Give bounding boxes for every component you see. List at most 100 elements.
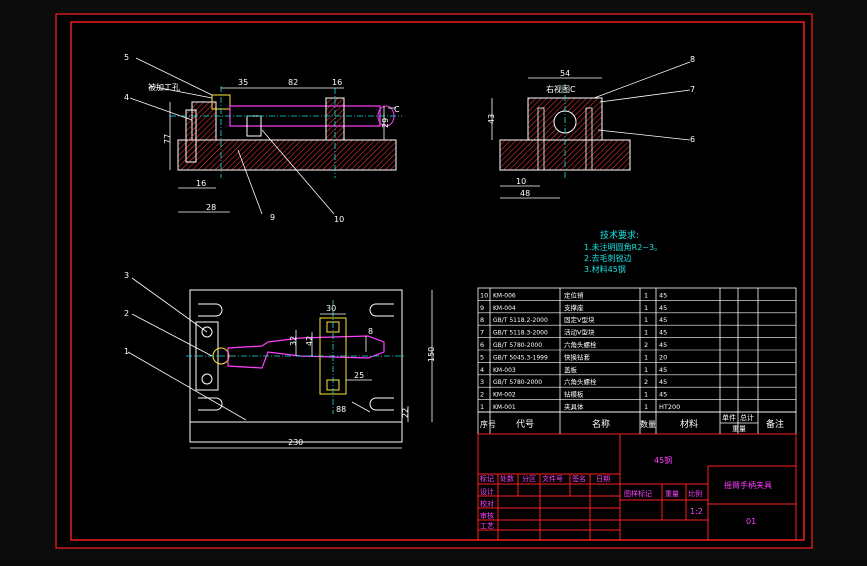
top-slot-br	[369, 397, 394, 411]
title-label-date: 日期	[596, 475, 610, 483]
inner-border	[70, 21, 805, 541]
title-drawing-name: 摇臂手柄夹具	[724, 480, 772, 490]
title-label-doc: 文件号	[542, 474, 563, 483]
front-dim-16-bottom: 16	[196, 179, 206, 188]
bom-cell-no: 5	[480, 353, 484, 361]
front-dim-35: 35	[238, 78, 248, 87]
title-block: 45钢 摇臂手柄夹具 标记 处数 分区 文件号 签名 日期 设计 校对 审核 工…	[477, 433, 797, 541]
bom-cell-qty: 1	[644, 391, 648, 399]
bom-header-no: 序号	[480, 419, 496, 429]
title-stage-label: 图样标记	[624, 489, 652, 498]
side-dim-43: 43	[487, 114, 496, 124]
bom-header-unit: 单件	[722, 413, 736, 422]
bom-cell-no: 7	[480, 329, 484, 337]
title-label-mark: 标记	[480, 474, 494, 483]
bom-cell-qty: 1	[644, 353, 648, 361]
sheet-background	[56, 14, 812, 548]
side-callout-8: 8	[690, 55, 695, 64]
front-base-plate	[177, 139, 397, 171]
top-slot-tl	[198, 303, 223, 317]
bom-cell-qty: 2	[644, 341, 648, 349]
title-label-zone: 分区	[522, 474, 536, 483]
title-role-review: 审核	[480, 511, 494, 520]
bom-header-material: 材料	[680, 418, 698, 430]
top-dim-22: 22	[401, 408, 410, 418]
side-dim-54: 54	[560, 69, 570, 78]
bom-cell-qty: 1	[644, 403, 648, 411]
bom-cell-material: 45	[659, 366, 667, 374]
front-callout-4: 4	[124, 93, 129, 102]
bom-cell-code: GB/T 5045.3-1999	[493, 354, 548, 361]
top-dim-230: 230	[288, 438, 303, 447]
bom-cell-no: 9	[480, 304, 484, 312]
bom-cell-no: 10	[480, 291, 488, 299]
bom-cell-no: 3	[480, 378, 484, 386]
bom-cell-material: 45	[659, 378, 667, 386]
bom-cell-no: 4	[480, 366, 484, 374]
front-dim-77: 77	[163, 134, 172, 144]
bom-cell-qty: 1	[644, 329, 648, 337]
bom-cell-no: 1	[480, 403, 484, 411]
title-label-sign: 签名	[572, 474, 586, 483]
top-callout-1: 1	[124, 347, 129, 356]
bom-cell-name: 固定V型块	[564, 315, 595, 324]
bom-header-remark: 备注	[766, 418, 784, 430]
side-bolt	[537, 107, 545, 171]
bom-cell-code: GB/T 5118.2-2000	[493, 317, 548, 324]
front-dim-16-top: 16	[332, 78, 342, 87]
bom-cell-material: HT200	[659, 403, 680, 411]
bom-cell-code: GB/T 5118.3-2000	[493, 330, 548, 337]
front-dim-28: 28	[206, 203, 216, 212]
bom-header-code: 代号	[516, 419, 534, 430]
side-view-title: 右视图C	[546, 84, 576, 94]
front-label-hole: 被加工孔	[148, 82, 180, 92]
bom-cell-name: 夹具体	[564, 402, 584, 411]
side-dim-48: 48	[520, 189, 530, 198]
front-callout-10: 10	[334, 215, 344, 224]
title-role-process: 工艺	[480, 522, 494, 530]
bom-cell-code: KM-006	[493, 292, 516, 299]
title-scale: 1:2	[690, 507, 703, 516]
front-view: 35 82 16 77 16 28 29 被加工孔 C 5 4 9 10	[124, 53, 402, 224]
bom-cell-material: 45	[659, 291, 667, 299]
top-dim-25: 25	[354, 371, 364, 380]
bom-cell-material: 45	[659, 316, 667, 324]
top-drill-plate	[195, 321, 219, 391]
bom-header-name: 名称	[592, 418, 610, 430]
side-bolt-2	[585, 107, 593, 171]
front-label-c: C	[394, 105, 400, 114]
bom-cell-no: 6	[480, 341, 484, 349]
bom-cell-qty: 1	[644, 304, 648, 312]
front-cover-plate	[185, 109, 197, 163]
top-callout-2: 2	[124, 309, 129, 318]
top-dim-8: 8	[368, 327, 373, 336]
tech-item-1: 1.未注明圆角R2~3。	[584, 242, 662, 252]
bom-cell-name: 六角头螺栓	[564, 377, 597, 386]
bom-cell-name: 六角头螺栓	[564, 340, 597, 349]
front-support	[246, 115, 262, 137]
bom-header-qty: 数量	[640, 419, 656, 429]
bom-header-weight: 重量	[732, 425, 746, 433]
title-label-count: 处数	[500, 474, 514, 483]
front-callout-9: 9	[270, 213, 275, 222]
top-dim-88: 88	[336, 405, 346, 414]
top-view: 30 42 32 8 25 88 22 150 230 3 2 1	[124, 271, 436, 449]
bom-cell-name: 活动V型块	[564, 328, 595, 337]
bom-cell-name: 快换钻套	[564, 352, 591, 361]
bom-cell-code: KM-002	[493, 392, 516, 399]
top-callout-3: 3	[124, 271, 129, 280]
bom-cell-code: KM-004	[493, 305, 516, 312]
bom-cell-material: 45	[659, 391, 667, 399]
tech-item-3: 3.材料45钢	[584, 264, 626, 274]
bom-cell-material: 45	[659, 341, 667, 349]
tech-item-2: 2.去毛刺锐边	[584, 253, 632, 263]
top-bolt-lower	[201, 373, 213, 385]
top-slot-tr	[369, 303, 394, 317]
title-scale-label: 比例	[688, 489, 702, 498]
tech-title: 技术要求:	[600, 229, 639, 241]
front-dim-29: 29	[381, 118, 390, 128]
bom-cell-code: KM-001	[493, 404, 516, 411]
